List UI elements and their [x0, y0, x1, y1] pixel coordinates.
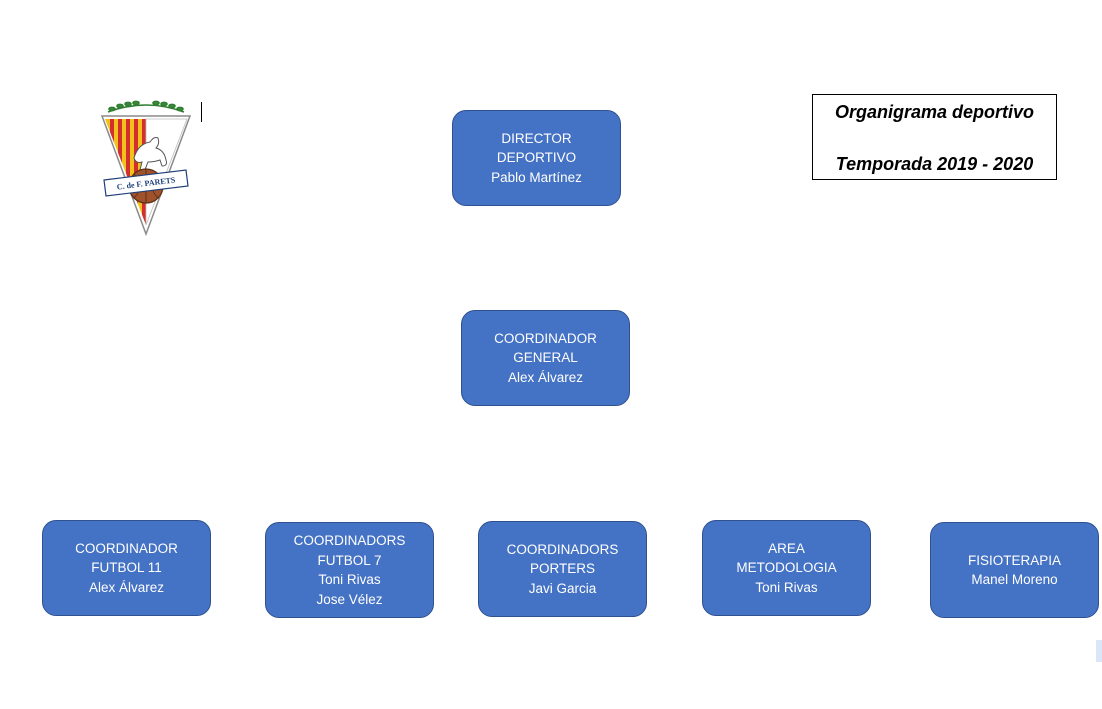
node-area-metodologia[interactable]: AREA METODOLOGIA Toni Rivas [702, 520, 871, 616]
node-coordinadors-porters[interactable]: COORDINADORS PORTERS Javi Garcia [478, 521, 647, 617]
node-person: Toni Rivas [318, 572, 381, 587]
node-role: METODOLOGIA [736, 560, 837, 576]
chart-season: Temporada 2019 - 2020 [835, 154, 1034, 174]
node-person: Javi Garcia [528, 580, 597, 596]
node-role: FUTBOL 11 [91, 560, 162, 576]
node-person: Alex Álvarez [507, 369, 584, 385]
node-person: Pablo Martínez [491, 169, 582, 185]
node-coordinador-general[interactable]: COORDINADOR GENERAL Alex Álvarez [461, 310, 630, 406]
node-person: Alex Álvarez [88, 579, 165, 595]
node-role: AREA [768, 540, 805, 556]
text-cursor [201, 102, 202, 122]
node-coordinador-futbol-11[interactable]: COORDINADOR FUTBOL 11 Alex Álvarez [42, 520, 211, 616]
selection-handle [1096, 640, 1102, 662]
node-role: FUTBOL 7 [317, 552, 382, 568]
node-role: COORDINADORS [506, 541, 619, 557]
node-person: Jose Vélez [316, 591, 383, 607]
node-role: FISIOTERAPIA [967, 552, 1062, 568]
node-role: DEPORTIVO [496, 150, 577, 166]
node-role: COORDINADOR [75, 540, 178, 556]
node-fisioterapia[interactable]: FISIOTERAPIA Manel Moreno [930, 522, 1099, 618]
node-role: COORDINADOR [494, 330, 597, 346]
node-role: PORTERS [529, 561, 595, 577]
node-coordinadors-futbol-7[interactable]: COORDINADORS FUTBOL 7 Toni Rivas Jose Vé… [265, 522, 434, 618]
node-director-deportivo[interactable]: DIRECTOR DEPORTIVO Pablo Martínez [452, 110, 621, 206]
club-crest-icon: C. de F. PARETS [100, 100, 192, 237]
chart-title: Organigrama deportivo [834, 102, 1035, 122]
node-role: GENERAL [513, 350, 578, 366]
chart-title-box: Organigrama deportivo Temporada 2019 - 2… [812, 94, 1057, 180]
node-person: Toni Rivas [755, 579, 818, 595]
node-person: Manel Moreno [971, 572, 1058, 587]
node-role: DIRECTOR [501, 130, 572, 146]
node-role: COORDINADORS [293, 533, 406, 548]
